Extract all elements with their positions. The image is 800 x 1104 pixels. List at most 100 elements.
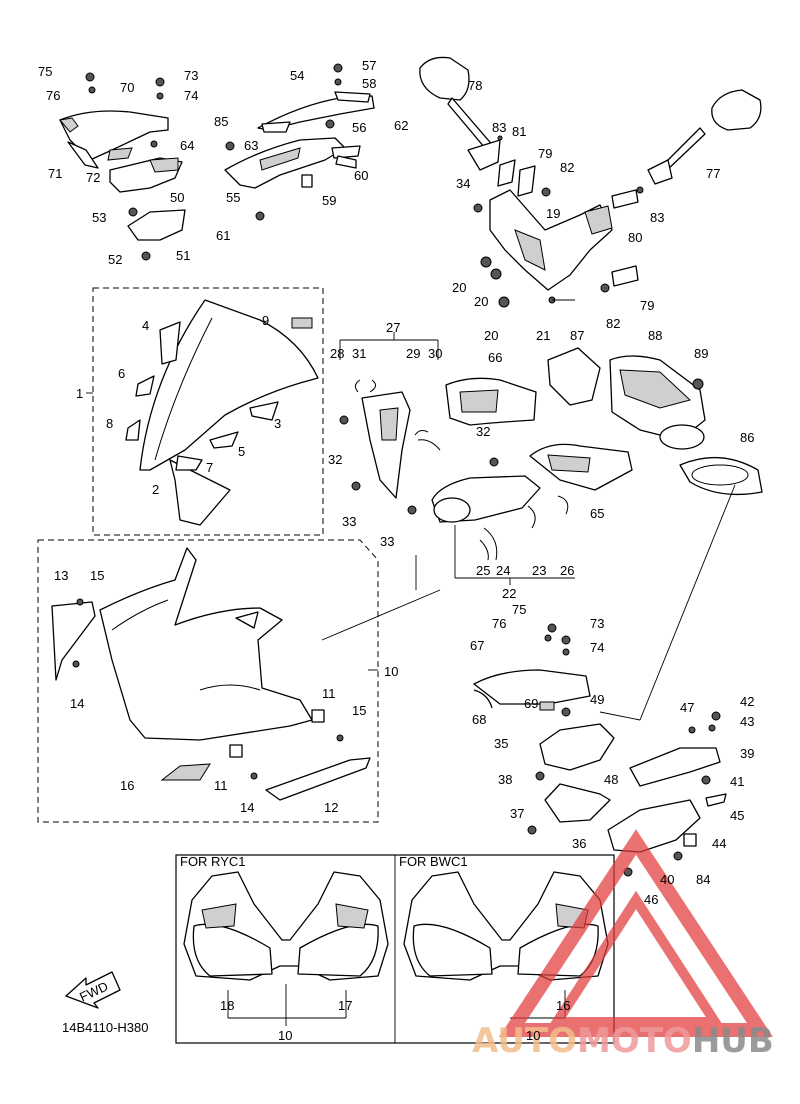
- label-15b: 15: [352, 703, 366, 718]
- label-18: 18: [220, 998, 234, 1013]
- label-11b: 11: [214, 778, 228, 793]
- label-27: 27: [386, 320, 400, 335]
- label-47: 47: [680, 700, 694, 715]
- mirror-right-77: [647, 89, 762, 185]
- watermark-text: AUTOMOTOHUB: [472, 1021, 774, 1061]
- panel-50: [109, 157, 183, 193]
- label-70: 70: [120, 80, 134, 95]
- label-32b: 32: [328, 452, 342, 467]
- label-75: 75: [38, 64, 52, 79]
- watermark-logo: [498, 829, 774, 1037]
- label-83a: 83: [492, 120, 506, 135]
- windshield-small-parts: [125, 317, 313, 471]
- label-10a: 10: [384, 664, 398, 679]
- label-63: 63: [244, 138, 258, 153]
- label-57: 57: [362, 58, 376, 73]
- label-10c: 10: [526, 1028, 540, 1043]
- label-2: 2: [152, 482, 159, 497]
- fwd-arrow-icon: FWD: [65, 971, 121, 1009]
- label-76b: 76: [492, 616, 506, 631]
- label-44: 44: [712, 836, 726, 851]
- windshield-group-box: [92, 287, 324, 536]
- label-65: 65: [590, 506, 604, 521]
- label-20a: 20: [452, 280, 466, 295]
- label-87: 87: [570, 328, 584, 343]
- label-29: 29: [406, 346, 420, 361]
- label-25: 25: [476, 563, 490, 578]
- meter-panel-55: [224, 137, 361, 189]
- label-59: 59: [322, 193, 336, 208]
- label-89: 89: [694, 346, 708, 361]
- label-74: 74: [184, 88, 198, 103]
- label-79b: 79: [640, 298, 654, 313]
- duct-seal-86: [679, 456, 763, 496]
- label-33b: 33: [380, 534, 394, 549]
- label-20b: 20: [474, 294, 488, 309]
- label-50: 50: [170, 190, 184, 205]
- label-28: 28: [330, 346, 344, 361]
- panels-11-12-16: [160, 709, 371, 801]
- duct-87-88: [547, 347, 706, 450]
- label-10b: 10: [278, 1028, 292, 1043]
- label-64: 64: [180, 138, 194, 153]
- label-3: 3: [274, 416, 281, 431]
- label-74b: 74: [590, 640, 604, 655]
- label-17: 17: [338, 998, 352, 1013]
- label-80: 80: [628, 230, 642, 245]
- label-54: 54: [290, 68, 304, 83]
- bracket-40-45: [607, 793, 727, 853]
- label-51: 51: [176, 248, 190, 263]
- label-81: 81: [512, 124, 526, 139]
- label-85: 85: [214, 114, 228, 129]
- label-66: 66: [488, 350, 502, 365]
- label-83b: 83: [650, 210, 664, 225]
- screws-top-middle: [225, 63, 343, 221]
- label-88: 88: [648, 328, 662, 343]
- bracket-35-36: [539, 723, 615, 823]
- label-78: 78: [468, 78, 482, 93]
- label-24: 24: [496, 563, 510, 578]
- label-82b: 82: [606, 316, 620, 331]
- bracket-39-48: [629, 747, 721, 787]
- label-35: 35: [494, 736, 508, 751]
- label-12: 12: [324, 800, 338, 815]
- label-77: 77: [706, 166, 720, 181]
- label-67: 67: [470, 638, 484, 653]
- label-8: 8: [106, 416, 113, 431]
- label-73: 73: [184, 68, 198, 83]
- caption-ryc1: FOR RYC1: [180, 854, 246, 869]
- label-61: 61: [216, 228, 230, 243]
- gaskets-81-79: [497, 159, 639, 287]
- label-4: 4: [142, 318, 149, 333]
- panel-51: [127, 209, 186, 241]
- label-68: 68: [472, 712, 486, 727]
- label-48: 48: [604, 772, 618, 787]
- inner-panel-70: [59, 110, 169, 169]
- windshield-2: [139, 299, 319, 526]
- label-55: 55: [226, 190, 240, 205]
- label-41: 41: [730, 774, 744, 789]
- screws-center: [339, 378, 704, 515]
- clips-28-31: [354, 379, 441, 451]
- label-45: 45: [730, 808, 744, 823]
- duct-66: [445, 377, 537, 426]
- stay-19: [489, 189, 613, 291]
- screws-top-left: [85, 72, 165, 261]
- label-58: 58: [362, 76, 376, 91]
- label-20c: 20: [484, 328, 498, 343]
- label-69: 69: [524, 696, 538, 711]
- label-84: 84: [696, 872, 710, 887]
- clips-23-26: [479, 495, 569, 561]
- label-53: 53: [92, 210, 106, 225]
- duct-22: [431, 475, 541, 523]
- label-33a: 33: [342, 514, 356, 529]
- label-73b: 73: [590, 616, 604, 631]
- label-42: 42: [740, 694, 754, 709]
- cowling-body-10: [99, 547, 313, 741]
- duct-27: [361, 391, 411, 499]
- label-16b: 16: [556, 998, 570, 1013]
- label-30: 30: [428, 346, 442, 361]
- label-52: 52: [108, 252, 122, 267]
- label-15a: 15: [90, 568, 104, 583]
